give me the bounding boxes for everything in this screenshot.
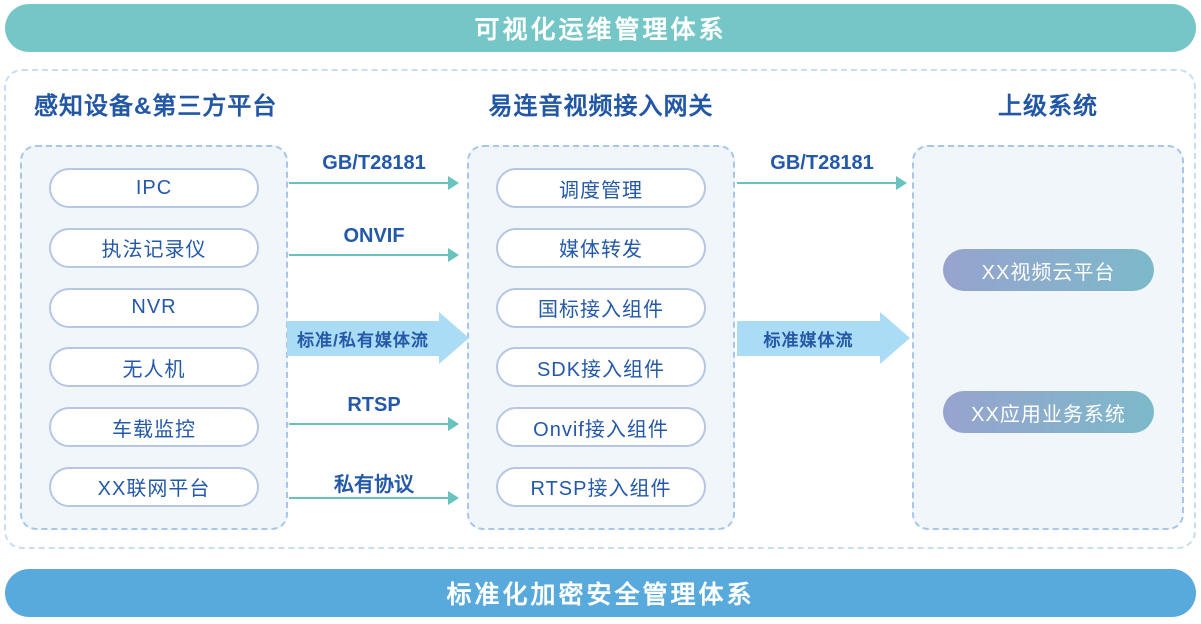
arrow-gbt28181-left-label: GB/T28181 (322, 152, 426, 174)
arrow-rtsp-label: RTSP (347, 394, 401, 416)
pill-dispatch-management: 调度管理 (496, 168, 706, 208)
pill-drone: 无人机 (49, 347, 259, 388)
pill-rtsp-access: RTSP接入组件 (496, 466, 706, 507)
block-arrow-standard-private-media-stream: 标准/私有媒体流 (287, 321, 439, 356)
pill-sdk-access: SDK接入组件 (496, 347, 706, 388)
arrow-onvif (289, 248, 459, 262)
column-title-devices: 感知设备&第三方平台 (34, 93, 278, 120)
arrow-gbt28181-right (737, 176, 907, 190)
arrow-onvif-label: ONVIF (343, 225, 405, 247)
top-banner-label: 可视化运维管理体系 (474, 16, 727, 44)
arrowhead-icon (448, 248, 459, 262)
upstream-group: XX视频云平台 XX应用业务系统 (912, 145, 1184, 530)
pill-ipc: IPC (49, 168, 259, 208)
gateway-pill-list: 调度管理 媒体转发 国标接入组件 SDK接入组件 Onvif接入组件 RTSP接… (469, 147, 733, 528)
block-arrowhead-icon (439, 312, 469, 364)
pill-law-enforcement-recorder: 执法记录仪 (49, 227, 259, 268)
arrow-rtsp (289, 417, 459, 431)
arrowhead-icon (448, 417, 459, 431)
column-title-upstream: 上级系统 (998, 93, 1098, 120)
block-arrow-media-stream-left-label: 标准/私有媒体流 (297, 331, 429, 350)
arrow-private-protocol-label: 私有协议 (334, 474, 414, 496)
arrow-gbt28181-left (289, 176, 459, 190)
column-title-gateway: 易连音视频接入网关 (488, 93, 714, 120)
devices-group: IPC 执法记录仪 NVR 无人机 车载监控 XX联网平台 (20, 145, 288, 530)
pill-xx-application-system: XX应用业务系统 (943, 391, 1154, 433)
bottom-banner: 标准化加密安全管理体系 (5, 569, 1196, 617)
arrow-gbt28181-right-label: GB/T28181 (770, 152, 874, 174)
pill-vehicle-monitoring: 车载监控 (49, 407, 259, 448)
pill-media-forwarding: 媒体转发 (496, 227, 706, 268)
pill-onvif-access: Onvif接入组件 (496, 407, 706, 448)
bottom-banner-label: 标准化加密安全管理体系 (446, 581, 755, 609)
block-arrow-standard-media-stream: 标准媒体流 (737, 321, 880, 356)
pill-xx-network-platform: XX联网平台 (49, 466, 259, 507)
block-arrow-media-stream-right-label: 标准媒体流 (763, 331, 854, 350)
pill-national-standard-access: 国标接入组件 (496, 287, 706, 328)
arrow-private-protocol (289, 491, 459, 505)
top-banner: 可视化运维管理体系 (5, 4, 1196, 52)
devices-pill-list: IPC 执法记录仪 NVR 无人机 车载监控 XX联网平台 (22, 147, 286, 528)
pill-nvr: NVR (49, 287, 259, 328)
arrowhead-icon (448, 491, 459, 505)
pill-xx-video-cloud-platform: XX视频云平台 (943, 249, 1154, 291)
block-arrowhead-icon (880, 312, 910, 364)
arrowhead-icon (896, 176, 907, 190)
arrowhead-icon (448, 176, 459, 190)
gateway-group: 调度管理 媒体转发 国标接入组件 SDK接入组件 Onvif接入组件 RTSP接… (467, 145, 735, 530)
